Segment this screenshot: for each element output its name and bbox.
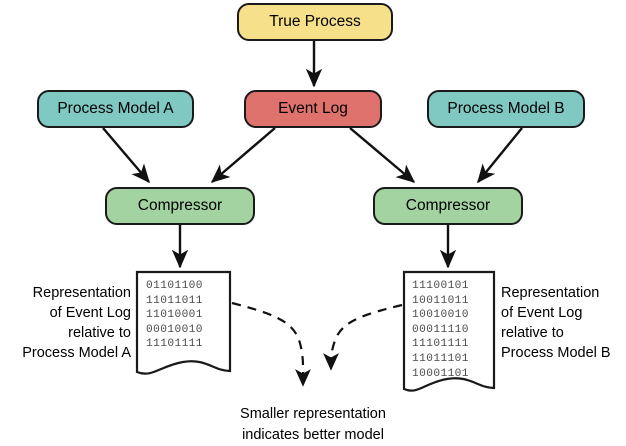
document-right-binary-content: 11100101 10011011 10010010 00011110 1110… [412,280,469,380]
node-true-process[interactable] [237,3,393,41]
dashed-arrow-left-document-to-conclusion [231,301,311,387]
arrow-event-log-to-compressor-right [349,127,416,183]
node-compressor-right[interactable] [373,187,523,225]
node-compressor-left[interactable] [105,187,255,225]
node-event-log[interactable] [244,90,382,128]
arrow-model-a-to-compressor-left [102,127,150,184]
document-left-binary-content: 01101100 11011011 11010001 00010010 1110… [146,280,203,351]
document-right [402,270,496,392]
node-process-model-a[interactable] [37,90,194,128]
node-process-model-b[interactable] [427,90,585,128]
dashed-arrow-right-document-to-conclusion [323,303,403,371]
arrow-event-log-to-compressor-left [210,127,276,183]
arrow-model-b-to-compressor-right [477,127,523,184]
caption-right-representation: Representation of Event Log relative to … [501,285,611,361]
caption-bottom-conclusion: Smaller representation indicates better … [240,406,386,443]
document-left [135,270,232,375]
caption-left-representation: Representation of Event Log relative to … [22,285,131,361]
